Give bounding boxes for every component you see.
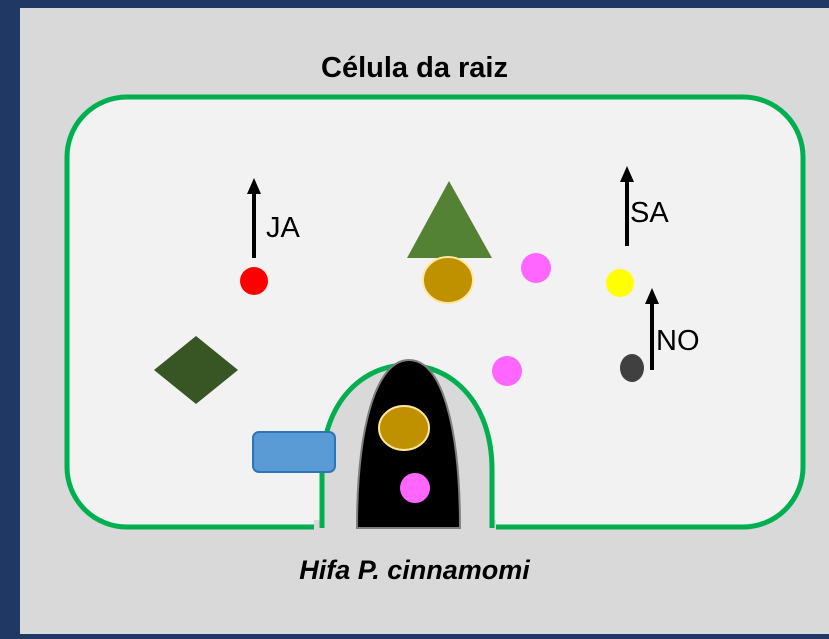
diagram-title: Célula da raiz [321, 52, 508, 84]
hypha-caption: Hifa P. cinnamomi [299, 555, 530, 585]
hypha-effector-dot [400, 473, 430, 503]
cell-nucleus [422, 256, 474, 304]
blue-rectangle [252, 431, 336, 473]
ja-arrow-head [247, 178, 261, 194]
hypha [314, 358, 496, 534]
no-label: NO [656, 325, 700, 357]
ja-label: JA [266, 212, 301, 244]
green-diamond [154, 336, 238, 404]
sa-dot [606, 269, 634, 297]
hypha-nucleus [378, 405, 430, 451]
sa-label: SA [630, 197, 669, 229]
green-triangle [407, 181, 492, 258]
ja-dot [240, 267, 268, 295]
magenta-dot-upper [521, 253, 551, 283]
no-arrow-head [645, 288, 659, 304]
no-dot [620, 354, 644, 382]
magenta-dot-lower [492, 356, 522, 386]
sa-arrow-head [620, 166, 634, 182]
